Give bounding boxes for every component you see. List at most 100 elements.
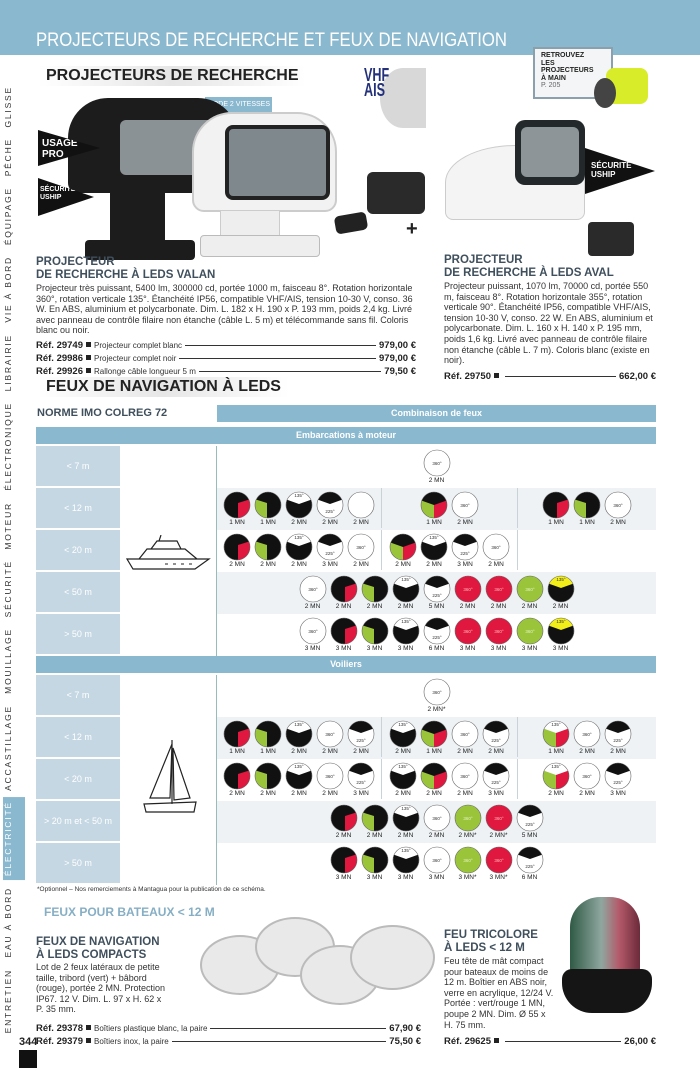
- light-range: 2 MN: [395, 747, 411, 755]
- bullet-icon: [86, 367, 92, 373]
- light-mast225-icon: 225°2 MN: [316, 491, 344, 526]
- light-mast225-icon: 225°3 MN: [482, 762, 510, 797]
- svg-text:360°: 360°: [494, 587, 504, 592]
- projector-white-image: [190, 110, 340, 260]
- svg-text:135°: 135°: [401, 848, 411, 853]
- sidebar-tab-7[interactable]: SÉCURITÉ: [3, 559, 13, 618]
- light-white360-icon: 360°2 MN: [451, 720, 479, 755]
- sidebar-tab-9[interactable]: ACCASTILLAGE: [3, 704, 13, 791]
- ref-number: Réf. 29379: [36, 1035, 84, 1047]
- svg-text:225°: 225°: [525, 864, 535, 869]
- light-red-icon: 2 MN: [223, 762, 251, 797]
- light-range: 6 MN: [428, 644, 445, 652]
- light-bicolor-icon: 2 MN: [389, 533, 417, 568]
- light-stern135-icon: 135°2 MN: [285, 720, 313, 755]
- size-label: < 20 m: [36, 759, 120, 799]
- light-mast225-icon: 225°5 MN: [516, 804, 544, 839]
- svg-text:360°: 360°: [463, 816, 473, 821]
- svg-text:360°: 360°: [491, 545, 501, 550]
- light-white360-icon: 360°2 MN: [451, 491, 479, 526]
- light-red-icon: 3 MN: [330, 846, 358, 881]
- light-white360-icon: 360°2 MN: [573, 762, 601, 797]
- light-red360-icon: 360°3 MN: [485, 617, 513, 652]
- svg-text:135°: 135°: [398, 764, 408, 769]
- bullet-icon: [86, 354, 92, 360]
- size-label: < 20 m: [36, 530, 120, 570]
- sidebar-tab-5[interactable]: ÉLECTRONIQUE: [3, 402, 13, 491]
- light-green-icon: 2 MN: [254, 762, 282, 797]
- sidebar-tab-4[interactable]: LIBRAIRIE: [3, 333, 13, 392]
- light-green360-icon: 360°3 MN*: [454, 846, 482, 881]
- svg-text:360°: 360°: [525, 587, 535, 592]
- product-description: Projecteur très puissant, 5400 lm, 30000…: [36, 283, 413, 336]
- light-tricolor-icon: 135°1 MN: [542, 720, 570, 755]
- light-red-icon: 3 MN: [330, 617, 358, 652]
- light-red-icon: 2 MN: [330, 804, 358, 839]
- light-yellow135-icon: 135°2 MN: [547, 575, 575, 610]
- light-range: 1 MN: [548, 518, 564, 526]
- product-description: Feu tête de mât compact pour bateaux de …: [444, 956, 554, 1030]
- ref-number: Réf. 29625: [444, 1036, 492, 1048]
- light-range: 2 MN: [426, 789, 442, 797]
- light-white360-icon: 360°2 MN: [423, 804, 451, 839]
- light-range: 2 MN*: [489, 831, 508, 839]
- light-white360-icon: 360°2 MN: [423, 449, 451, 484]
- price: 979,00 €: [379, 339, 416, 351]
- combination-header: Combinaison de feux: [217, 405, 656, 422]
- light-range: 2 MN: [490, 602, 507, 610]
- light-stern135-icon: 135°2 MN: [389, 720, 417, 755]
- svg-text:135°: 135°: [401, 577, 411, 582]
- sidebar-tab-6[interactable]: MOTEUR: [3, 501, 13, 550]
- svg-text:225°: 225°: [491, 780, 501, 785]
- see-also-line3: À MAIN: [541, 74, 566, 82]
- sidebar-tab-0[interactable]: GLISSE: [3, 86, 13, 128]
- sidebar-tab-8[interactable]: MOUILLAGE: [3, 628, 13, 694]
- light-green-icon: 2 MN: [361, 575, 389, 610]
- svg-text:135°: 135°: [556, 619, 566, 624]
- svg-text:360°: 360°: [494, 816, 504, 821]
- size-label: > 50 m: [36, 614, 120, 654]
- svg-text:135°: 135°: [294, 764, 304, 769]
- light-mast225-icon: 225°3 MN: [316, 533, 344, 568]
- light-range: 3 MN: [610, 789, 626, 797]
- light-range: 2 MN: [335, 831, 352, 839]
- remote-image: [333, 211, 369, 235]
- sidebar-tab-11[interactable]: EAU À BORD: [3, 887, 13, 958]
- svg-text:360°: 360°: [494, 858, 504, 863]
- light-tricolor-icon: 135°2 MN: [542, 762, 570, 797]
- product-title: FEU TRICOLORE: [444, 929, 538, 941]
- light-range: 3 MN: [366, 873, 383, 881]
- leader-line: [185, 344, 377, 346]
- light-range: 2 MN: [397, 602, 414, 610]
- sidebar-tab-3[interactable]: VIE À BORD: [3, 256, 13, 324]
- light-range: 3 MN*: [489, 873, 508, 881]
- sidebar-tab-1[interactable]: PÊCHE: [3, 138, 13, 177]
- light-green-icon: 3 MN: [361, 846, 389, 881]
- sailboat-icon: [143, 740, 197, 813]
- svg-text:225°: 225°: [613, 738, 623, 743]
- sidebar-tab-2[interactable]: ÉQUIPAGE: [3, 187, 13, 246]
- light-white360-icon: 360°2 MN: [573, 720, 601, 755]
- page-marker: [19, 1050, 37, 1068]
- light-white360-icon: 360°2 MN: [316, 762, 344, 797]
- ref-number: Réf. 29749: [36, 339, 84, 351]
- light-red360-icon: 360° 2 MN: [485, 575, 513, 610]
- light-white360-icon: 360°2 MN: [482, 533, 510, 568]
- light-range: 1 MN: [229, 747, 245, 755]
- sidebar-tab-12[interactable]: ENTRETIEN: [3, 968, 13, 1033]
- norme-label: NORME IMO COLREG 72: [37, 407, 168, 419]
- light-bicolor-icon: 1 MN: [420, 491, 448, 526]
- size-label: > 50 m: [36, 843, 120, 883]
- light-range: 3 MN*: [458, 873, 477, 881]
- sidebar-tab-10[interactable]: ÉLECTRICITÉ: [3, 797, 25, 881]
- bullet-icon: [86, 1037, 92, 1043]
- bullet-icon: [86, 1024, 92, 1030]
- light-range: 1 MN: [579, 518, 595, 526]
- usage-pro-text: USAGE PRO: [42, 138, 78, 160]
